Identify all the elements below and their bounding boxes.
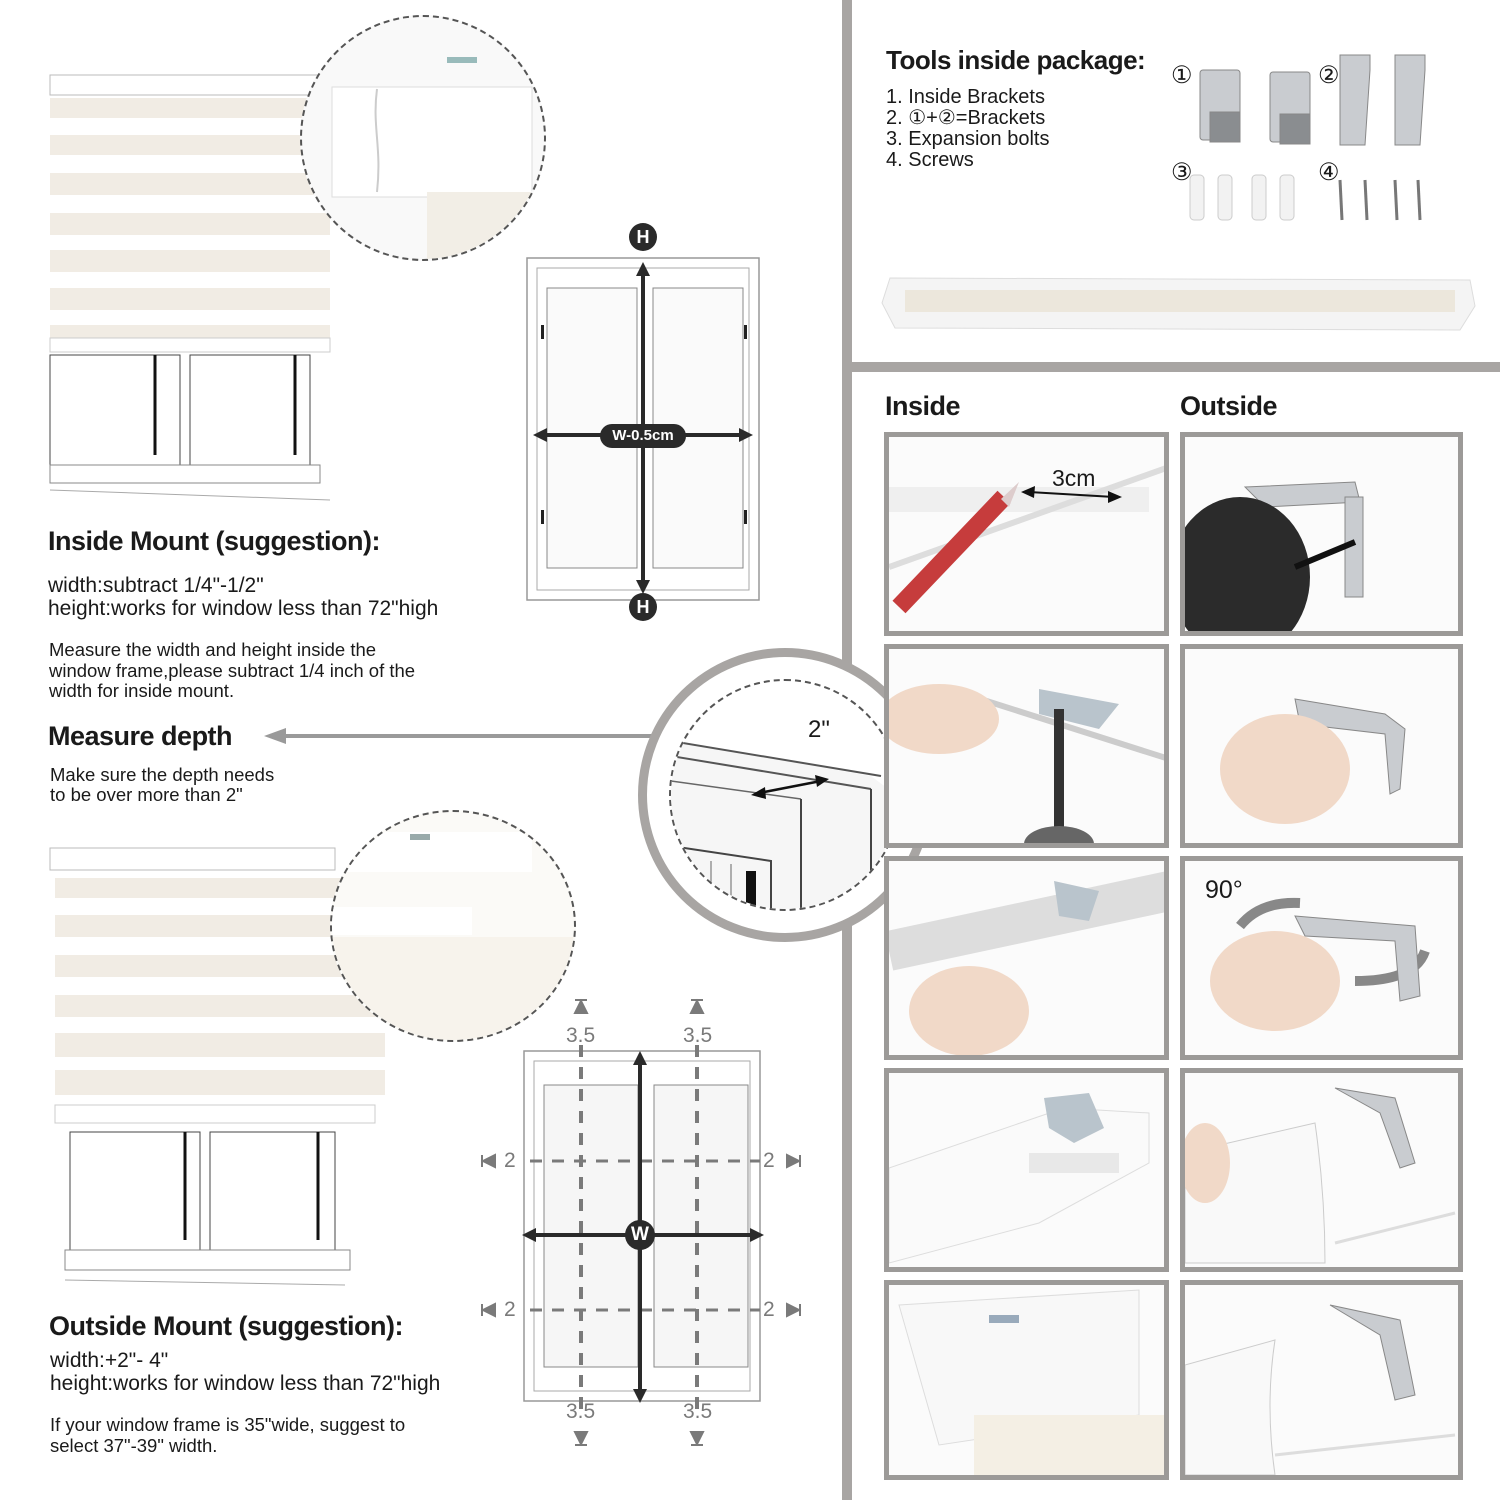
inside-mount-title: Inside Mount (suggestion): <box>48 526 380 556</box>
hardware-parts-image <box>1189 54 1426 221</box>
inside-note-line3: width for inside mount. <box>49 680 235 701</box>
dim-side-lower-right: 2 <box>763 1298 775 1321</box>
marker-3: ③ <box>1171 159 1193 186</box>
dim-bottom-left: 3.5 <box>566 1400 596 1423</box>
inside-blind-drawing <box>49 74 331 501</box>
tools-item-3: 3. Expansion bolts <box>886 128 1050 150</box>
depth-pointer-arrow <box>264 728 657 744</box>
height-badge-bottom: H <box>629 593 657 621</box>
horizontal-divider <box>852 362 1500 372</box>
inside-step-4-photo <box>884 1068 1169 1272</box>
dim-top-left: 3.5 <box>566 1024 596 1047</box>
tools-item-4: 4. Screws <box>886 149 974 171</box>
inside-heading: Inside <box>885 391 961 421</box>
inside-note-line2: window frame,please subtract 1/4 inch of… <box>49 660 416 681</box>
outside-note-line1: If your window frame is 35"wide, suggest… <box>50 1414 406 1435</box>
marker-1: ① <box>1171 62 1193 89</box>
inside-height-rule: height:works for window less than 72"hig… <box>48 597 439 620</box>
depth-note-line2: to be over more than 2" <box>50 784 243 805</box>
inside-step-1-photo: 3cm <box>884 432 1169 636</box>
outside-width-rule: width:+2"- 4" <box>50 1349 169 1372</box>
width-label-pill: W-0.5cm <box>600 424 686 448</box>
measure-depth-title: Measure depth <box>48 721 233 751</box>
tools-title: Tools inside package: <box>886 45 1146 75</box>
headrail-image <box>881 277 1476 331</box>
outside-step-1-photo <box>1180 432 1463 636</box>
outside-mount-title: Outside Mount (suggestion): <box>49 1311 403 1341</box>
tools-item-2: 2. ①+②=Brackets <box>886 107 1046 129</box>
inside-step-2-photo <box>884 644 1169 848</box>
height-badge-top: H <box>629 223 657 251</box>
inside-width-rule: width:subtract 1/4"-1/2" <box>48 574 264 597</box>
outside-step-4-photo <box>1180 1068 1463 1272</box>
outside-note-line2: select 37"-39" width. <box>50 1435 218 1456</box>
inside-step-5-photo <box>884 1280 1169 1480</box>
outside-step-2-photo <box>1180 644 1463 848</box>
outside-step-3-photo: 90° <box>1180 856 1463 1060</box>
inside-step-3-photo <box>884 856 1169 1060</box>
outside-bracket-zoom-circle <box>330 810 576 1042</box>
dim-top-right: 3.5 <box>683 1024 713 1047</box>
depth-note-line1: Make sure the depth needs <box>50 764 275 785</box>
inside-step-1-label: 3cm <box>1052 465 1096 491</box>
dim-bottom-right: 3.5 <box>683 1400 713 1423</box>
outside-step-3-label: 90° <box>1205 876 1243 904</box>
dim-side-lower-left: 2 <box>504 1298 516 1321</box>
marker-4: ④ <box>1318 159 1340 186</box>
depth-callout-circle <box>638 648 932 942</box>
depth-callout-label: 2" <box>808 716 830 743</box>
outside-step-5-photo <box>1180 1280 1463 1480</box>
inside-note-line1: Measure the width and height inside the <box>49 639 377 660</box>
width-badge: W <box>625 1220 655 1250</box>
dim-side-upper-left: 2 <box>504 1149 516 1172</box>
outside-height-rule: height:works for window less than 72"hig… <box>50 1372 441 1395</box>
inside-bracket-zoom-circle <box>300 15 546 261</box>
outside-mount-illustration <box>45 840 390 1290</box>
dim-side-upper-right: 2 <box>763 1149 775 1172</box>
tools-item-1: 1. Inside Brackets <box>886 86 1045 108</box>
inside-mount-illustration <box>49 70 340 510</box>
outside-heading: Outside <box>1180 391 1278 421</box>
marker-2: ② <box>1318 62 1340 89</box>
